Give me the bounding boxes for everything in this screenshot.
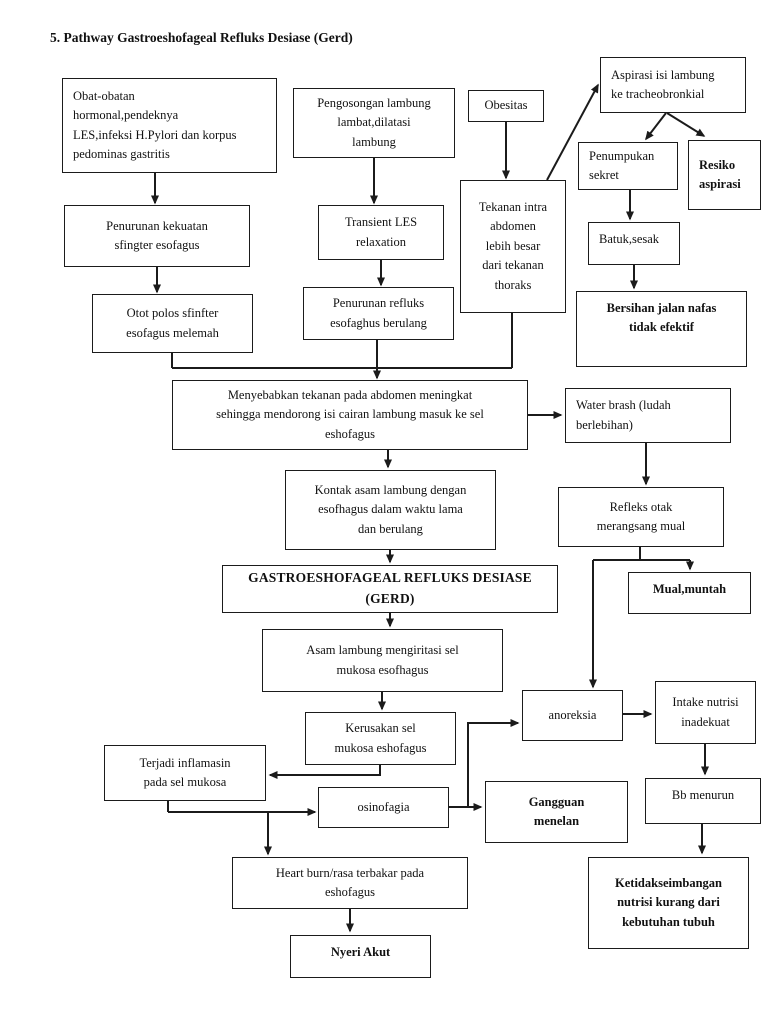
node-pengosongan: Pengosongan lambung lambat,dilatasi lamb…	[293, 88, 455, 158]
node-gerd: GASTROESHOFAGEAL REFLUKS DESIASE (GERD)	[222, 565, 558, 613]
node-intake-nutrisi: Intake nutrisi inadekuat	[655, 681, 756, 744]
node-penurunan-kekuatan: Penurunan kekuatan sfingter esofagus	[64, 205, 250, 267]
node-kontak-asam: Kontak asam lambung dengan esofhagus dal…	[285, 470, 496, 550]
node-aspirasi-isi: Aspirasi isi lambung ke tracheobronkial	[600, 57, 746, 113]
node-asam-lambung: Asam lambung mengiritasi sel mukosa esof…	[262, 629, 503, 692]
node-batuk-sesak: Batuk,sesak	[588, 222, 680, 265]
node-heart-burn-label: Heart burn/rasa terbakar pada eshofagus	[275, 865, 425, 899]
node-otot-polos: Otot polos sfinfter esofagus melemah	[92, 294, 253, 353]
node-resiko-aspirasi: Resiko aspirasi	[688, 140, 761, 210]
node-obesitas-label: Obesitas	[484, 98, 528, 113]
node-refleks-otak: Refleks otak merangsang mual	[558, 487, 724, 547]
node-obesitas: Obesitas	[468, 90, 544, 122]
node-aspirasi-isi-label: Aspirasi isi lambung ke tracheobronkial	[611, 67, 715, 101]
node-pengosongan-label: Pengosongan lambung lambat,dilatasi lamb…	[317, 95, 431, 149]
node-asam-lambung-label: Asam lambung mengiritasi sel mukosa esof…	[306, 643, 459, 677]
node-osinofagia-label: osinofagia	[357, 799, 410, 814]
node-bersihan-jalan-label: Bersihan jalan nafas tidak efektif	[606, 301, 717, 335]
node-resiko-aspirasi-label: Resiko aspirasi	[699, 157, 741, 191]
node-anoreksia: anoreksia	[522, 690, 623, 741]
node-osinofagia: osinofagia	[318, 787, 449, 828]
node-penurunan-kekuatan-label: Penurunan kekuatan sfingter esofagus	[106, 218, 208, 252]
arrow-aspirasi-to-penumpukan	[645, 112, 667, 141]
node-water-brash-label: Water brash (ludah berlebihan)	[576, 398, 671, 432]
node-tekanan-intra: Tekanan intra abdomen lebih besar dari t…	[460, 180, 566, 313]
page-title: 5. Pathway Gastroeshofageal Refluks Desi…	[50, 30, 353, 45]
node-tekanan-intra-label: Tekanan intra abdomen lebih besar dari t…	[478, 200, 548, 292]
node-terjadi-inflamasin: Terjadi inflamasin pada sel mukosa	[104, 745, 266, 801]
node-obat-obatan-label: Obat-obatan hormonal,pendeknya LES,infek…	[73, 88, 237, 161]
node-bb-menurun-label: Bb menurun	[671, 788, 735, 802]
node-bb-menurun: Bb menurun	[645, 778, 761, 824]
node-refleks-otak-label: Refleks otak merangsang mual	[596, 499, 686, 533]
node-kontak-asam-label: Kontak asam lambung dengan esofhagus dal…	[314, 482, 467, 536]
node-kerusakan-sel: Kerusakan sel mukosa eshofagus	[305, 712, 456, 765]
node-menyebabkan-label: Menyebabkan tekanan pada abdomen meningk…	[216, 387, 484, 441]
node-nyeri-akut-label: Nyeri Akut	[330, 945, 391, 959]
node-gerd-label: GASTROESHOFAGEAL REFLUKS DESIASE (GERD)	[248, 570, 532, 606]
node-ketidakseimbangan-label: Ketidakseimbangan nutrisi kurang dari ke…	[615, 875, 722, 929]
arrow-kerusakan-to-inflamasin	[268, 765, 381, 779]
node-heart-burn: Heart burn/rasa terbakar pada eshofagus	[232, 857, 468, 909]
node-water-brash: Water brash (ludah berlebihan)	[565, 388, 731, 443]
node-nyeri-akut: Nyeri Akut	[290, 935, 431, 978]
node-gangguan-menelan-label: Gangguan menelan	[528, 794, 585, 828]
node-kerusakan-sel-label: Kerusakan sel mukosa eshofagus	[334, 721, 427, 755]
arrow-aspirasi-to-resiko	[666, 112, 706, 137]
node-transient-les: Transient LES relaxation	[318, 205, 444, 260]
node-otot-polos-label: Otot polos sfinfter esofagus melemah	[126, 306, 219, 340]
node-menyebabkan: Menyebabkan tekanan pada abdomen meningk…	[172, 380, 528, 450]
node-mual-muntah-label: Mual,muntah	[652, 582, 727, 596]
node-intake-nutrisi-label: Intake nutrisi inadekuat	[672, 695, 739, 729]
node-anoreksia-label: anoreksia	[548, 707, 597, 722]
node-ketidakseimbangan: Ketidakseimbangan nutrisi kurang dari ke…	[588, 857, 749, 949]
node-penurunan-refluks: Penurunan refluks esofaghus berulang	[303, 287, 454, 340]
node-terjadi-inflamasin-label: Terjadi inflamasin pada sel mukosa	[139, 755, 231, 789]
node-penumpukan-sekret-label: Penumpukan sekret	[589, 148, 655, 182]
node-penumpukan-sekret: Penumpukan sekret	[578, 142, 678, 190]
node-gangguan-menelan: Gangguan menelan	[485, 781, 628, 843]
node-obat-obatan: Obat-obatan hormonal,pendeknya LES,infek…	[62, 78, 277, 173]
node-transient-les-label: Transient LES relaxation	[344, 215, 418, 249]
node-mual-muntah: Mual,muntah	[628, 572, 751, 614]
node-bersihan-jalan: Bersihan jalan nafas tidak efektif	[576, 291, 747, 367]
node-batuk-sesak-label: Batuk,sesak	[599, 232, 660, 246]
node-penurunan-refluks-label: Penurunan refluks esofaghus berulang	[330, 296, 427, 330]
